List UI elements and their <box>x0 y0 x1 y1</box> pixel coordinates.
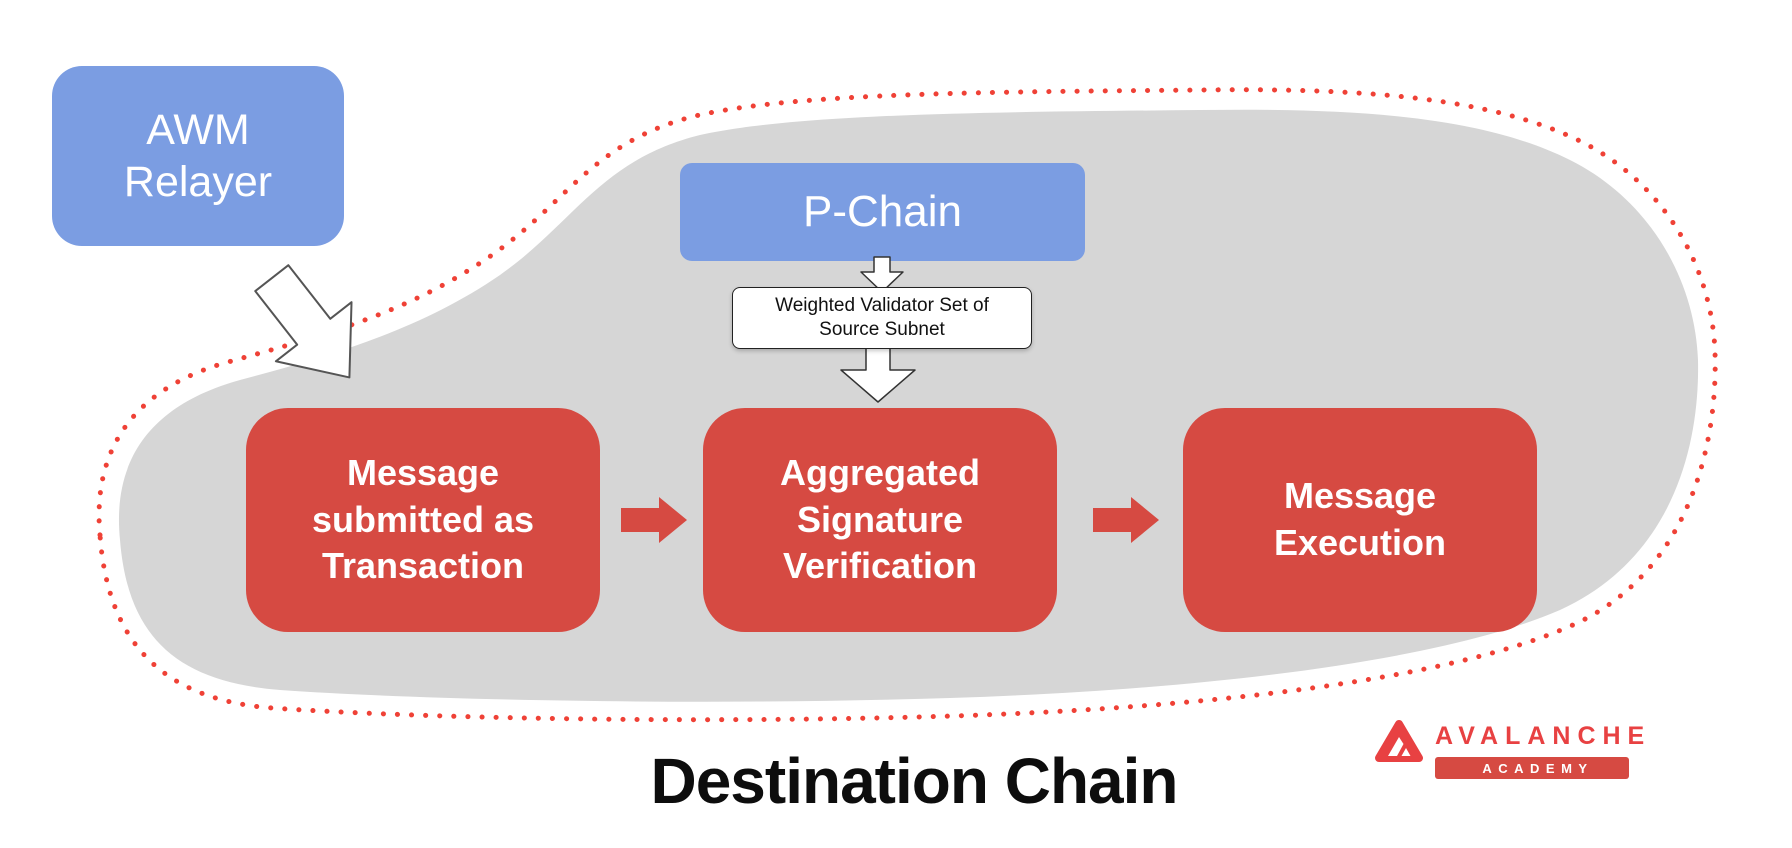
awm-relayer-box: AWM Relayer <box>52 66 344 246</box>
validator-set-note-line2: Source Subnet <box>819 319 945 340</box>
step-message-submitted: Message submitted as Transaction <box>246 408 600 632</box>
awm-relayer-label: AWM Relayer <box>123 105 273 206</box>
step-message-execution: Message Execution <box>1183 408 1537 632</box>
dotted-boundary <box>96 87 1718 723</box>
validator-arrow-icon <box>840 344 916 403</box>
p-chain-label: P-Chain <box>803 187 962 236</box>
validator-set-note-line1: Weighted Validator Set of <box>775 295 989 317</box>
destination-chain-title: Destination Chain <box>650 745 1178 817</box>
flow-arrow-2-icon <box>1093 497 1159 543</box>
avalanche-academy-logo: AVALANCHE ACADEMY <box>1375 718 1651 779</box>
step-aggregated-signature: Aggregated Signature Verification <box>703 408 1057 632</box>
step-aggregated-signature-label: Aggregated Signature Verification <box>779 451 981 587</box>
avalanche-triangle-icon <box>1375 720 1423 762</box>
p-chain-arrow-icon <box>860 256 904 293</box>
step-message-submitted-label: Message submitted as Transaction <box>311 451 535 587</box>
validator-set-note: Weighted Validator Set of Source Subnet <box>732 287 1032 349</box>
brand-name: AVALANCHE <box>1435 722 1652 750</box>
awm-flow-arrow-icon <box>254 264 353 379</box>
step-message-execution-label: Message Execution <box>1273 475 1447 563</box>
flow-arrow-1-icon <box>621 497 687 543</box>
brand-text: AVALANCHE ACADEMY <box>1435 718 1651 779</box>
brand-academy-badge: ACADEMY <box>1435 757 1629 779</box>
p-chain-box: P-Chain <box>680 163 1085 261</box>
